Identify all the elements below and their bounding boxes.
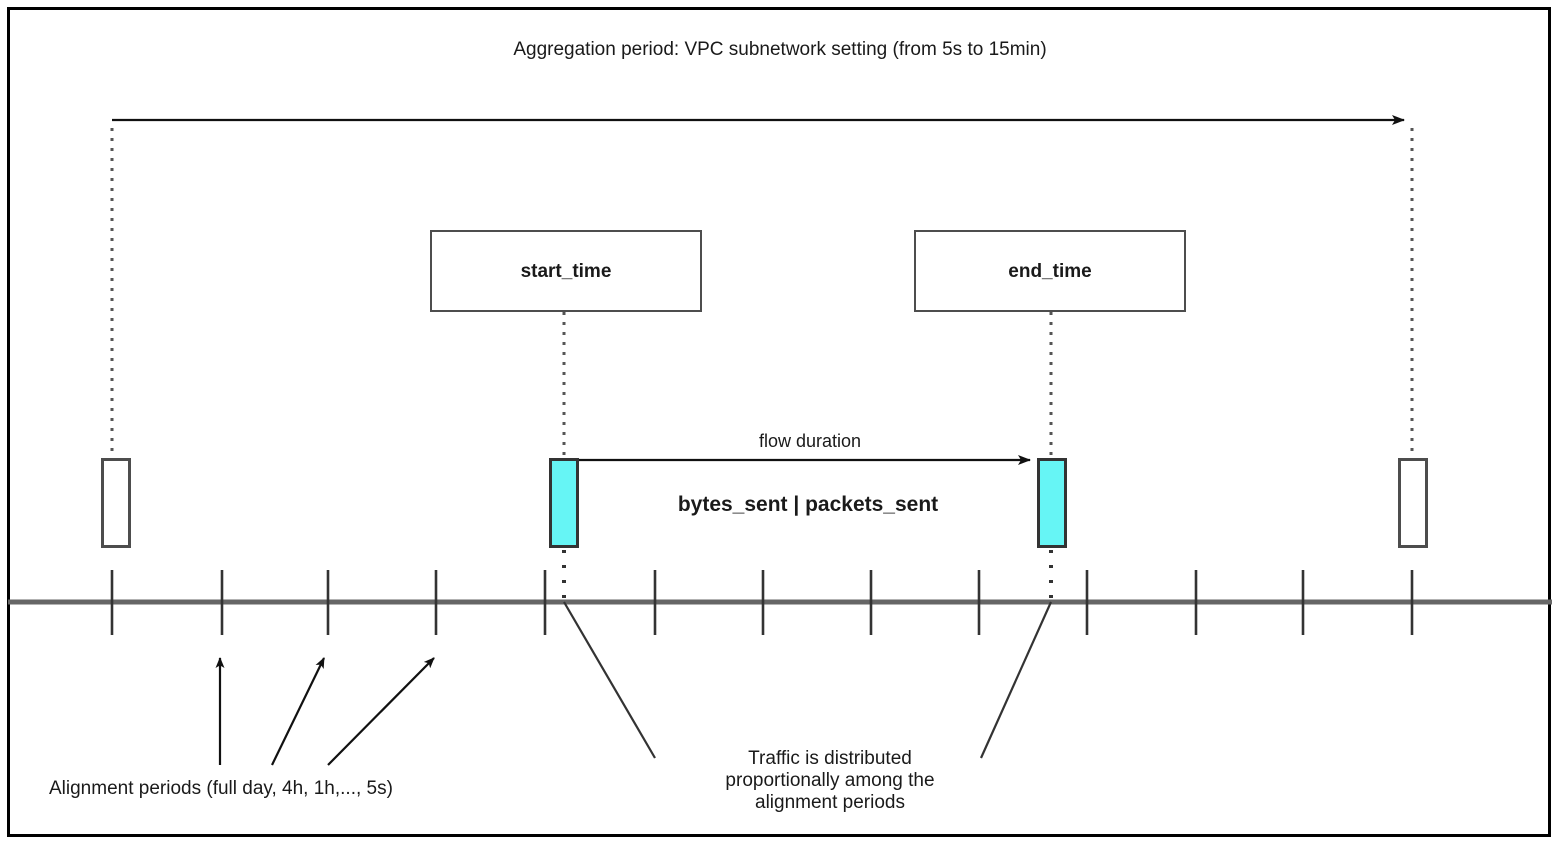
traffic-note-line-2: proportionally among the (725, 770, 935, 791)
diagram-frame (7, 7, 1551, 837)
left-empty-slot (101, 458, 131, 548)
timeline-ticks (110, 570, 1414, 635)
traffic-note-line-1: Traffic is distributed (748, 748, 912, 769)
end-time-box (914, 230, 1186, 312)
flow-metrics-label: bytes_sent | packets_sent (677, 493, 939, 516)
start-time-slot (549, 458, 579, 548)
callout-line-left (563, 601, 656, 759)
start-time-box (430, 230, 702, 312)
traffic-note-line-3: alignment periods (755, 792, 905, 813)
end-time-label: end_time (1008, 261, 1092, 282)
diagram-title: Aggregation period: VPC subnetwork setti… (513, 39, 1047, 60)
alignment-arrow-diagonal-1 (271, 657, 325, 766)
traffic-note-callouts (563, 601, 1053, 759)
end-time-slot (1037, 458, 1067, 548)
alignment-periods-label: Alignment periods (full day, 4h, 1h,...,… (49, 778, 393, 799)
start-time-label: start_time (520, 261, 612, 282)
alignment-arrow-diagonal-2 (327, 657, 435, 766)
traffic-note: Traffic is distributed proportionally am… (690, 748, 970, 814)
flow-duration-label: flow duration (758, 431, 862, 451)
alignment-period-arrows (215, 657, 435, 766)
callout-line-right (979, 601, 1053, 759)
right-empty-slot (1398, 458, 1428, 548)
